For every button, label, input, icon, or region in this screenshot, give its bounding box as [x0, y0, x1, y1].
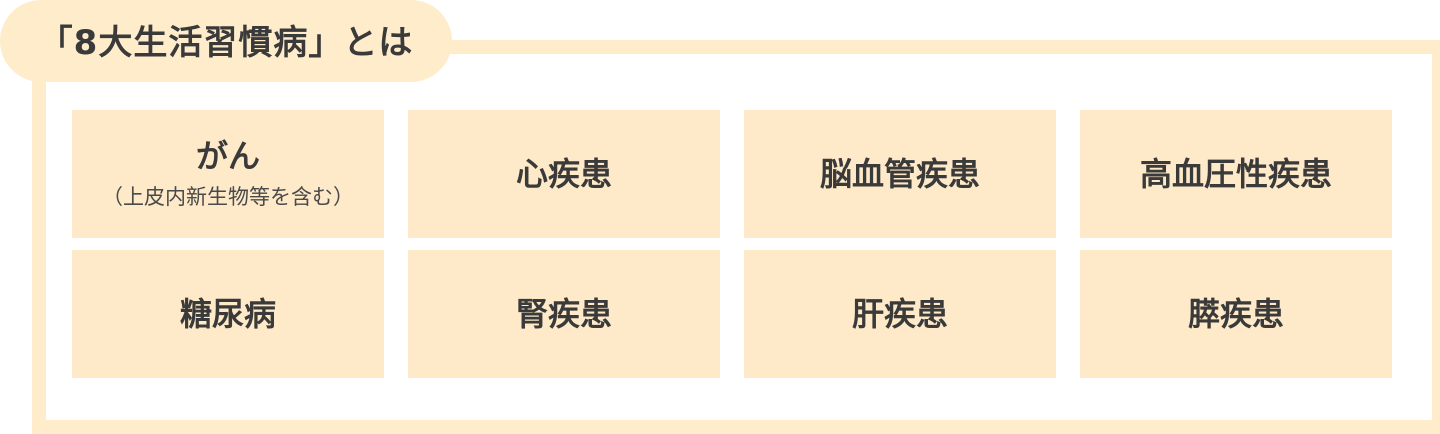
disease-label: 脳血管疾患 [819, 154, 980, 193]
disease-card-pancreas: 膵疾患 [1080, 250, 1392, 378]
disease-label: 高血圧性疾患 [1139, 154, 1332, 193]
disease-sublabel: （上皮内新生物等を含む） [102, 185, 354, 210]
disease-card-hypertensive: 高血圧性疾患 [1080, 110, 1392, 238]
disease-card-diabetes: 糖尿病 [72, 250, 384, 378]
disease-card-heart: 心疾患 [408, 110, 720, 238]
disease-label: 腎疾患 [515, 294, 612, 333]
disease-label: がん [195, 136, 260, 175]
disease-grid: がん （上皮内新生物等を含む） 心疾患 脳血管疾患 高血圧性疾患 糖尿病 腎疾患… [72, 110, 1392, 378]
section-title: 「8大生活習慣病」とは [0, 0, 452, 82]
disease-label: 膵疾患 [1187, 294, 1284, 333]
disease-label: 肝疾患 [851, 294, 948, 333]
disease-card-cancer: がん （上皮内新生物等を含む） [72, 110, 384, 238]
disease-card-liver: 肝疾患 [744, 250, 1056, 378]
disease-label: 糖尿病 [179, 294, 276, 333]
disease-card-kidney: 腎疾患 [408, 250, 720, 378]
disease-label: 心疾患 [515, 154, 612, 193]
disease-card-cerebrovascular: 脳血管疾患 [744, 110, 1056, 238]
